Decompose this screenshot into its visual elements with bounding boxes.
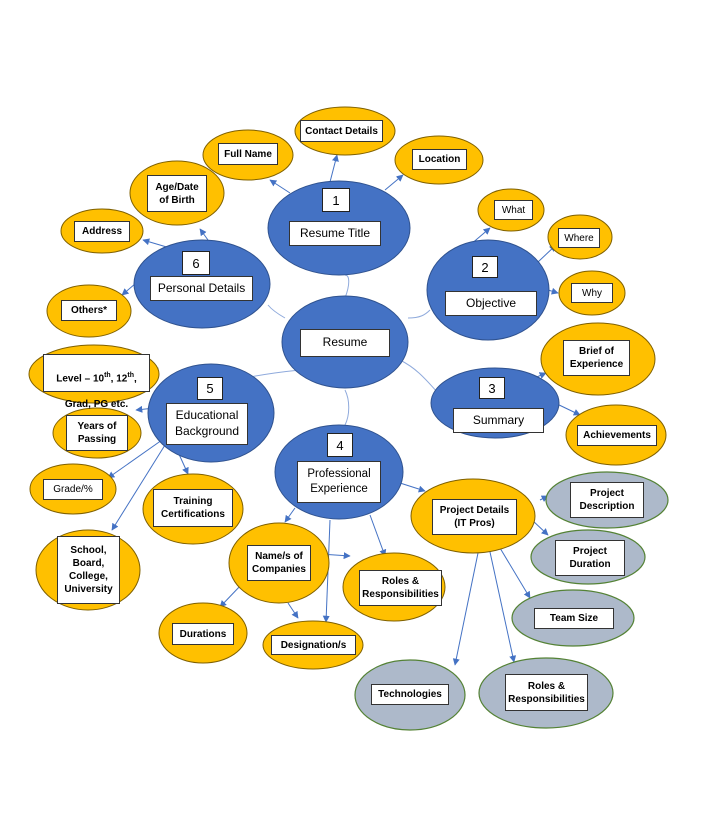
number-6: 6 bbox=[182, 251, 210, 275]
number-2: 2 bbox=[472, 256, 498, 278]
level-text-line2: Grad, PG etc. bbox=[64, 399, 129, 411]
where-label: Where bbox=[558, 228, 600, 248]
level-sup-2: th bbox=[127, 372, 134, 379]
resume-center-label: Resume bbox=[300, 329, 390, 357]
connector-personal bbox=[267, 304, 286, 319]
others-label: Others* bbox=[61, 300, 117, 321]
arrow-location bbox=[384, 174, 404, 191]
number-3: 3 bbox=[479, 377, 505, 399]
arrow-team-size bbox=[499, 547, 531, 599]
arrow-roles-it bbox=[489, 551, 517, 663]
names-of-companies-label: Name/s of Companies bbox=[247, 545, 311, 581]
number-4: 4 bbox=[327, 433, 353, 457]
connector-objective bbox=[407, 309, 431, 319]
project-duration-label: Project Duration bbox=[555, 540, 625, 576]
personal-details-label: Personal Details bbox=[150, 276, 253, 301]
project-details-label: Project Details (IT Pros) bbox=[432, 499, 517, 535]
why-label: Why bbox=[571, 283, 613, 303]
arrow-technologies bbox=[452, 552, 479, 666]
arrow-roles bbox=[369, 514, 387, 557]
what-label: What bbox=[494, 200, 533, 220]
training-label: Training Certifications bbox=[153, 489, 233, 527]
durations-label: Durations bbox=[172, 623, 234, 645]
level-text-end: , bbox=[133, 373, 137, 385]
arrow-project-duration bbox=[531, 519, 549, 536]
arrow-school bbox=[111, 444, 166, 531]
address-label: Address bbox=[74, 221, 130, 242]
full-name-label: Full Name bbox=[218, 143, 278, 165]
brief-of-experience-label: Brief of Experience bbox=[563, 340, 630, 376]
level-sup-1: th bbox=[104, 372, 111, 379]
arrow-why bbox=[547, 287, 559, 295]
number-5: 5 bbox=[197, 377, 223, 400]
technologies-label: Technologies bbox=[371, 684, 449, 705]
roles-it-label: Roles & Responsibilities bbox=[505, 674, 588, 711]
arrow-age bbox=[199, 228, 209, 241]
roles-label: Roles & Responsibilities bbox=[359, 570, 442, 606]
contact-details-label: Contact Details bbox=[300, 120, 383, 142]
grade-label: Grade/% bbox=[43, 479, 103, 500]
arrow-names-designation bbox=[287, 602, 299, 619]
arrow-durations bbox=[219, 583, 243, 608]
objective-label: Objective bbox=[445, 291, 537, 316]
years-of-passing-label: Years of Passing bbox=[66, 415, 128, 451]
educational-background-label: Educational Background bbox=[166, 403, 248, 445]
designations-label: Designation/s bbox=[271, 635, 356, 655]
arrow-contact-details bbox=[329, 154, 339, 183]
summary-label: Summary bbox=[453, 408, 544, 433]
arrow-project-details bbox=[399, 482, 426, 493]
team-size-label: Team Size bbox=[534, 608, 614, 629]
connector-summary bbox=[399, 359, 441, 396]
arrow-grade bbox=[107, 439, 163, 479]
objective-shape bbox=[426, 239, 550, 341]
arrow-full-name bbox=[269, 179, 291, 194]
connector-professional bbox=[344, 389, 350, 426]
arrow-names-of-companies bbox=[284, 507, 296, 523]
project-description-label: Project Description bbox=[570, 482, 644, 518]
professional-experience-label: Professional Experience bbox=[297, 461, 381, 503]
number-1: 1 bbox=[322, 188, 350, 212]
level-text-main: Level – 10 bbox=[56, 373, 105, 385]
achievements-label: Achievements bbox=[577, 425, 657, 446]
location-label: Location bbox=[412, 149, 467, 170]
level-label: Level – 10th, 12th, Grad, PG etc. bbox=[43, 354, 150, 410]
age-dob-label: Age/Date of Birth bbox=[147, 175, 207, 212]
level-text-mid: , 12 bbox=[110, 373, 128, 385]
school-label: School, Board, College, University bbox=[57, 536, 120, 604]
resume-title-label: Resume Title bbox=[289, 221, 381, 246]
connector-resume-title bbox=[344, 274, 350, 299]
